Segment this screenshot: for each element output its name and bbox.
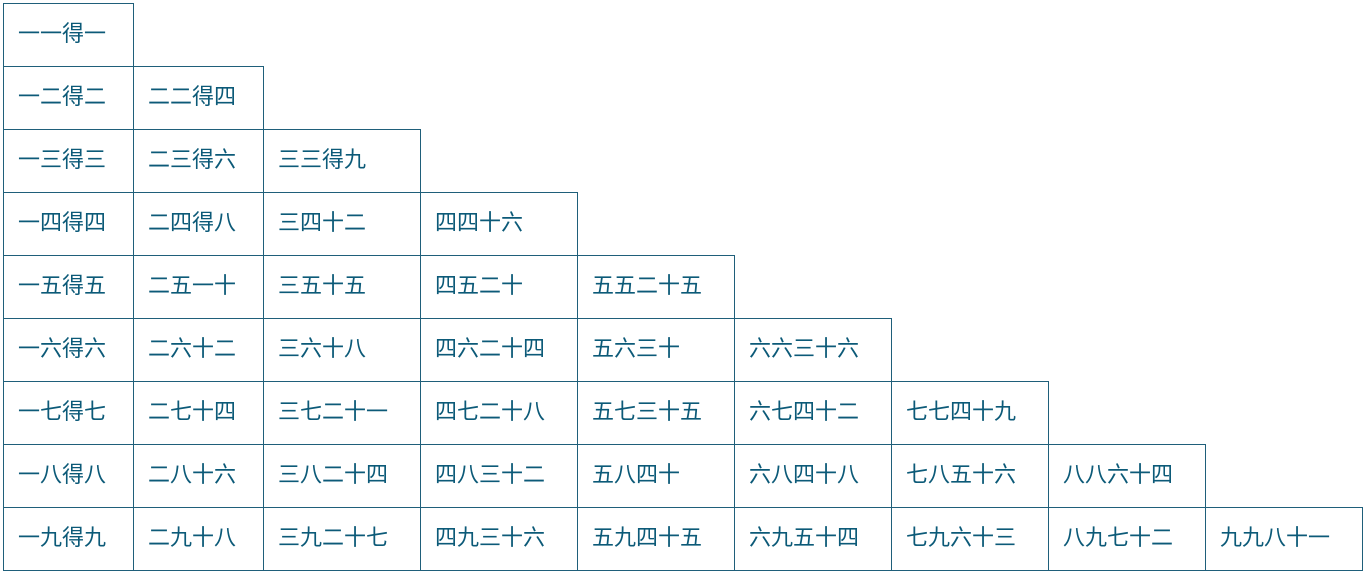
table-cell: 六六三十六 [734,318,892,382]
table-cell: 一二得二 [3,66,134,130]
table-row: 一二得二 二二得四 [3,66,1363,130]
table-cell: 八八六十四 [1048,444,1206,508]
multiplication-table: 一一得一 一二得二 二二得四 一三得三 二三得六 三三得九 一四得四 二四得八 … [3,3,1363,571]
table-row: 一五得五 二五一十 三五十五 四五二十 五五二十五 [3,255,1363,319]
table-cell: 三八二十四 [263,444,421,508]
table-cell: 二六十二 [133,318,264,382]
table-cell: 六八四十八 [734,444,892,508]
table-cell: 四六二十四 [420,318,578,382]
table-cell: 一八得八 [3,444,134,508]
table-cell: 三九二十七 [263,507,421,571]
table-cell: 一四得四 [3,192,134,256]
table-cell: 一一得一 [3,3,134,67]
table-row: 一三得三 二三得六 三三得九 [3,129,1363,193]
table-cell: 六九五十四 [734,507,892,571]
table-cell: 二七十四 [133,381,264,445]
table-cell: 七七四十九 [891,381,1049,445]
table-row: 一四得四 二四得八 三四十二 四四十六 [3,192,1363,256]
table-cell: 五五二十五 [577,255,735,319]
table-cell: 五七三十五 [577,381,735,445]
table-row: 一六得六 二六十二 三六十八 四六二十四 五六三十 六六三十六 [3,318,1363,382]
table-cell: 四五二十 [420,255,578,319]
table-cell: 五九四十五 [577,507,735,571]
table-row: 一九得九 二九十八 三九二十七 四九三十六 五九四十五 六九五十四 七九六十三 … [3,507,1363,571]
table-cell: 五八四十 [577,444,735,508]
table-cell: 九九八十一 [1205,507,1363,571]
table-cell: 一九得九 [3,507,134,571]
table-cell: 三四十二 [263,192,421,256]
table-cell: 四八三十二 [420,444,578,508]
table-cell: 二三得六 [133,129,264,193]
table-cell: 三六十八 [263,318,421,382]
table-row: 一一得一 [3,3,1363,67]
table-cell: 四九三十六 [420,507,578,571]
table-row: 一七得七 二七十四 三七二十一 四七二十八 五七三十五 六七四十二 七七四十九 [3,381,1363,445]
table-cell: 四四十六 [420,192,578,256]
table-cell: 一七得七 [3,381,134,445]
table-cell: 一五得五 [3,255,134,319]
table-cell: 五六三十 [577,318,735,382]
table-cell: 三三得九 [263,129,421,193]
table-cell: 六七四十二 [734,381,892,445]
table-cell: 七八五十六 [891,444,1049,508]
table-cell: 二四得八 [133,192,264,256]
table-cell: 三五十五 [263,255,421,319]
table-cell: 三七二十一 [263,381,421,445]
table-cell: 二二得四 [133,66,264,130]
table-cell: 二八十六 [133,444,264,508]
table-cell: 四七二十八 [420,381,578,445]
table-cell: 一六得六 [3,318,134,382]
table-cell: 二五一十 [133,255,264,319]
table-cell: 八九七十二 [1048,507,1206,571]
table-cell: 一三得三 [3,129,134,193]
table-cell: 二九十八 [133,507,264,571]
table-cell: 七九六十三 [891,507,1049,571]
table-row: 一八得八 二八十六 三八二十四 四八三十二 五八四十 六八四十八 七八五十六 八… [3,444,1363,508]
